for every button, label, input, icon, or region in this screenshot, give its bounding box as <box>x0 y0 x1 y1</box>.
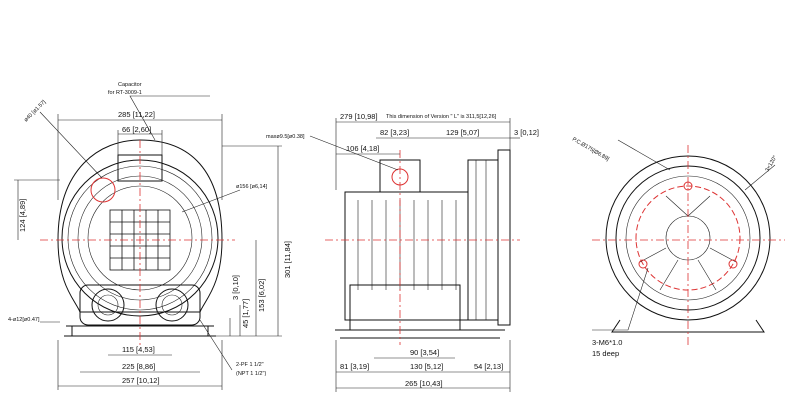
dim-3: 3 [0,10] <box>231 275 240 300</box>
dim-82: 82 [3,23] <box>380 128 409 137</box>
side-view: 279 [10,98] This dimension of Version " … <box>266 112 539 392</box>
dim-279: 279 [10,98] <box>340 112 378 121</box>
dim-130: 130 [5,12] <box>410 362 443 371</box>
capacitor-label: Capacitor <box>118 82 142 88</box>
dim-225: 225 [8,86] <box>122 362 155 371</box>
capacitor-circle <box>90 177 116 203</box>
rear-view: P.C.Ø175[Ø6.89] 3×120° 3-M6*1.0 15 deep <box>571 137 785 358</box>
front-view: Capacitor for RT-3009-1 ø40 [ø1.57] 285 … <box>8 82 292 390</box>
capacitor-part-label: for RT-3009-1 <box>108 90 142 96</box>
dim-265: 265 [10,43] <box>405 379 443 388</box>
dim-45: 45 [1,77] <box>241 299 250 328</box>
dim-257: 257 [10,12] <box>122 376 160 385</box>
angle-label: 3×120° <box>765 155 779 173</box>
dim-301: 301 [11,84] <box>283 241 292 278</box>
pcd-label: P.C.Ø175[Ø6.89] <box>571 137 610 163</box>
max-dia: maxø9.5[ø0.38] <box>266 134 305 140</box>
terminal-box <box>379 159 421 193</box>
screw-label: 3-M6*1.0 <box>592 338 622 347</box>
port-note-1: 2-PF 1 1/2" <box>236 362 264 368</box>
dim-3-right: 3 [0,12] <box>514 128 539 137</box>
dim-66: 66 [2,60] <box>122 125 151 134</box>
depth-label: 15 deep <box>592 349 619 358</box>
outlet-ports <box>79 284 201 326</box>
dim-90: 90 [3,54] <box>410 348 439 357</box>
capacitor-box <box>117 154 163 182</box>
port-note-2: (NPT 1 1/2") <box>236 371 266 377</box>
dim-115: 115 [4,53] <box>122 345 155 354</box>
dim-54: 54 [2,13] <box>474 362 503 371</box>
dim-129: 129 [5,07] <box>446 128 479 137</box>
dim-dia-156: ø156 [ø6,14] <box>236 184 268 190</box>
version-note: This dimension of Version " L" is 311,5[… <box>386 114 497 120</box>
dim-dia-40: ø40 [ø1.57] <box>23 99 47 123</box>
dim-285: 285 [11,22] <box>118 110 155 119</box>
dim-153: 153 [6,02] <box>257 279 266 312</box>
holes-note: 4-ø12[ø0.47] <box>8 317 40 323</box>
dim-106: 106 [4,18] <box>346 144 379 153</box>
dim-81: 81 [3,19] <box>340 362 369 371</box>
dim-124: 124 [4,89] <box>18 199 27 232</box>
